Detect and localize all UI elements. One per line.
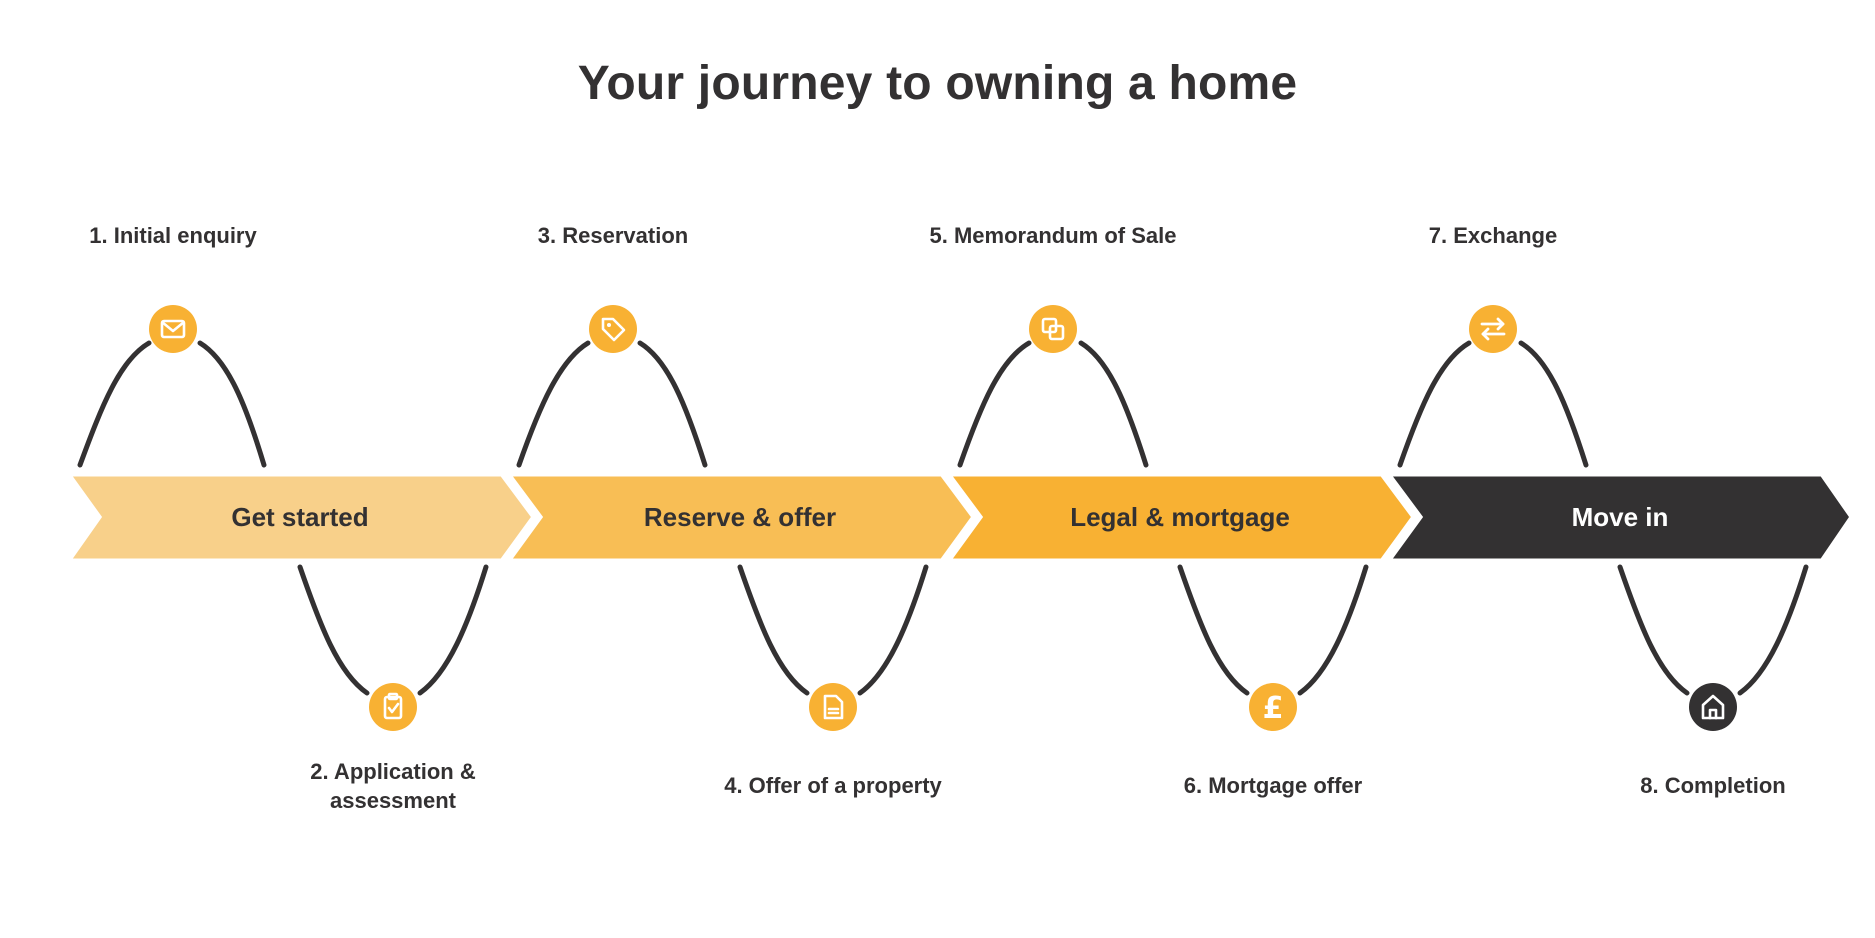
wave-line-5 — [957, 340, 1032, 468]
step-label-exchange: 7. Exchange — [1428, 223, 1558, 248]
step-label-initial-enquiry: 1. Initial enquiry — [89, 223, 257, 248]
house-icon — [1689, 683, 1737, 731]
wave-line-7b — [1518, 340, 1589, 468]
phase-label-move-in: Move in — [1572, 502, 1669, 532]
step-label-mortgage-offer: 6. Mortgage offer — [1183, 773, 1363, 798]
phase-chevron-move-in — [1383, 471, 1856, 564]
phase-label-legal-mortgage: Legal & mortgage — [1070, 502, 1290, 532]
phase-chevron-reserve-offer — [503, 471, 978, 564]
wave-line-7 — [1397, 340, 1472, 468]
wave-line-4b — [857, 564, 929, 696]
step-label-memorandum-of-sale: 5. Memorandum of Sale — [929, 223, 1177, 248]
phase-label-reserve-offer: Reserve & offer — [644, 502, 836, 532]
page-title: Your journey to owning a home — [577, 57, 1298, 110]
wave-line-3b — [637, 340, 708, 468]
step-label-completion: 8. Completion — [1640, 773, 1786, 798]
wave-line-1 — [77, 340, 152, 468]
wave-line-6b — [1297, 564, 1369, 696]
wave-line-8b — [1737, 564, 1809, 696]
document-icon — [809, 683, 857, 731]
phase-chevron-legal-mortgage — [943, 471, 1418, 564]
phase-band: Get started Reserve & offer Legal & mort… — [63, 471, 1856, 564]
swap-arrows-icon — [1469, 305, 1517, 353]
copy-icon — [1029, 305, 1077, 353]
step-icons: £ — [149, 305, 1737, 731]
wave-line-4 — [737, 564, 810, 696]
step-label-offer-of-a-property: 4. Offer of a property — [724, 773, 942, 798]
wave-lines — [77, 340, 1809, 696]
svg-text:£: £ — [1263, 691, 1284, 726]
envelope-icon — [149, 305, 197, 353]
wave-line-2b — [417, 564, 489, 696]
pound-icon: £ — [1249, 683, 1297, 731]
wave-line-1b — [197, 340, 267, 468]
tag-icon — [589, 305, 637, 353]
clipboard-check-icon — [369, 683, 417, 731]
wave-line-6 — [1177, 564, 1250, 696]
phase-chevron-get-started — [63, 471, 538, 564]
step-label-application-assessment: 2. Application & assessment — [310, 759, 476, 813]
wave-line-8 — [1617, 564, 1690, 696]
wave-line-5b — [1078, 340, 1149, 468]
wave-line-2 — [297, 564, 370, 696]
phase-label-get-started: Get started — [231, 502, 368, 532]
wave-line-3 — [516, 340, 591, 468]
step-label-reservation: 3. Reservation — [537, 223, 689, 248]
